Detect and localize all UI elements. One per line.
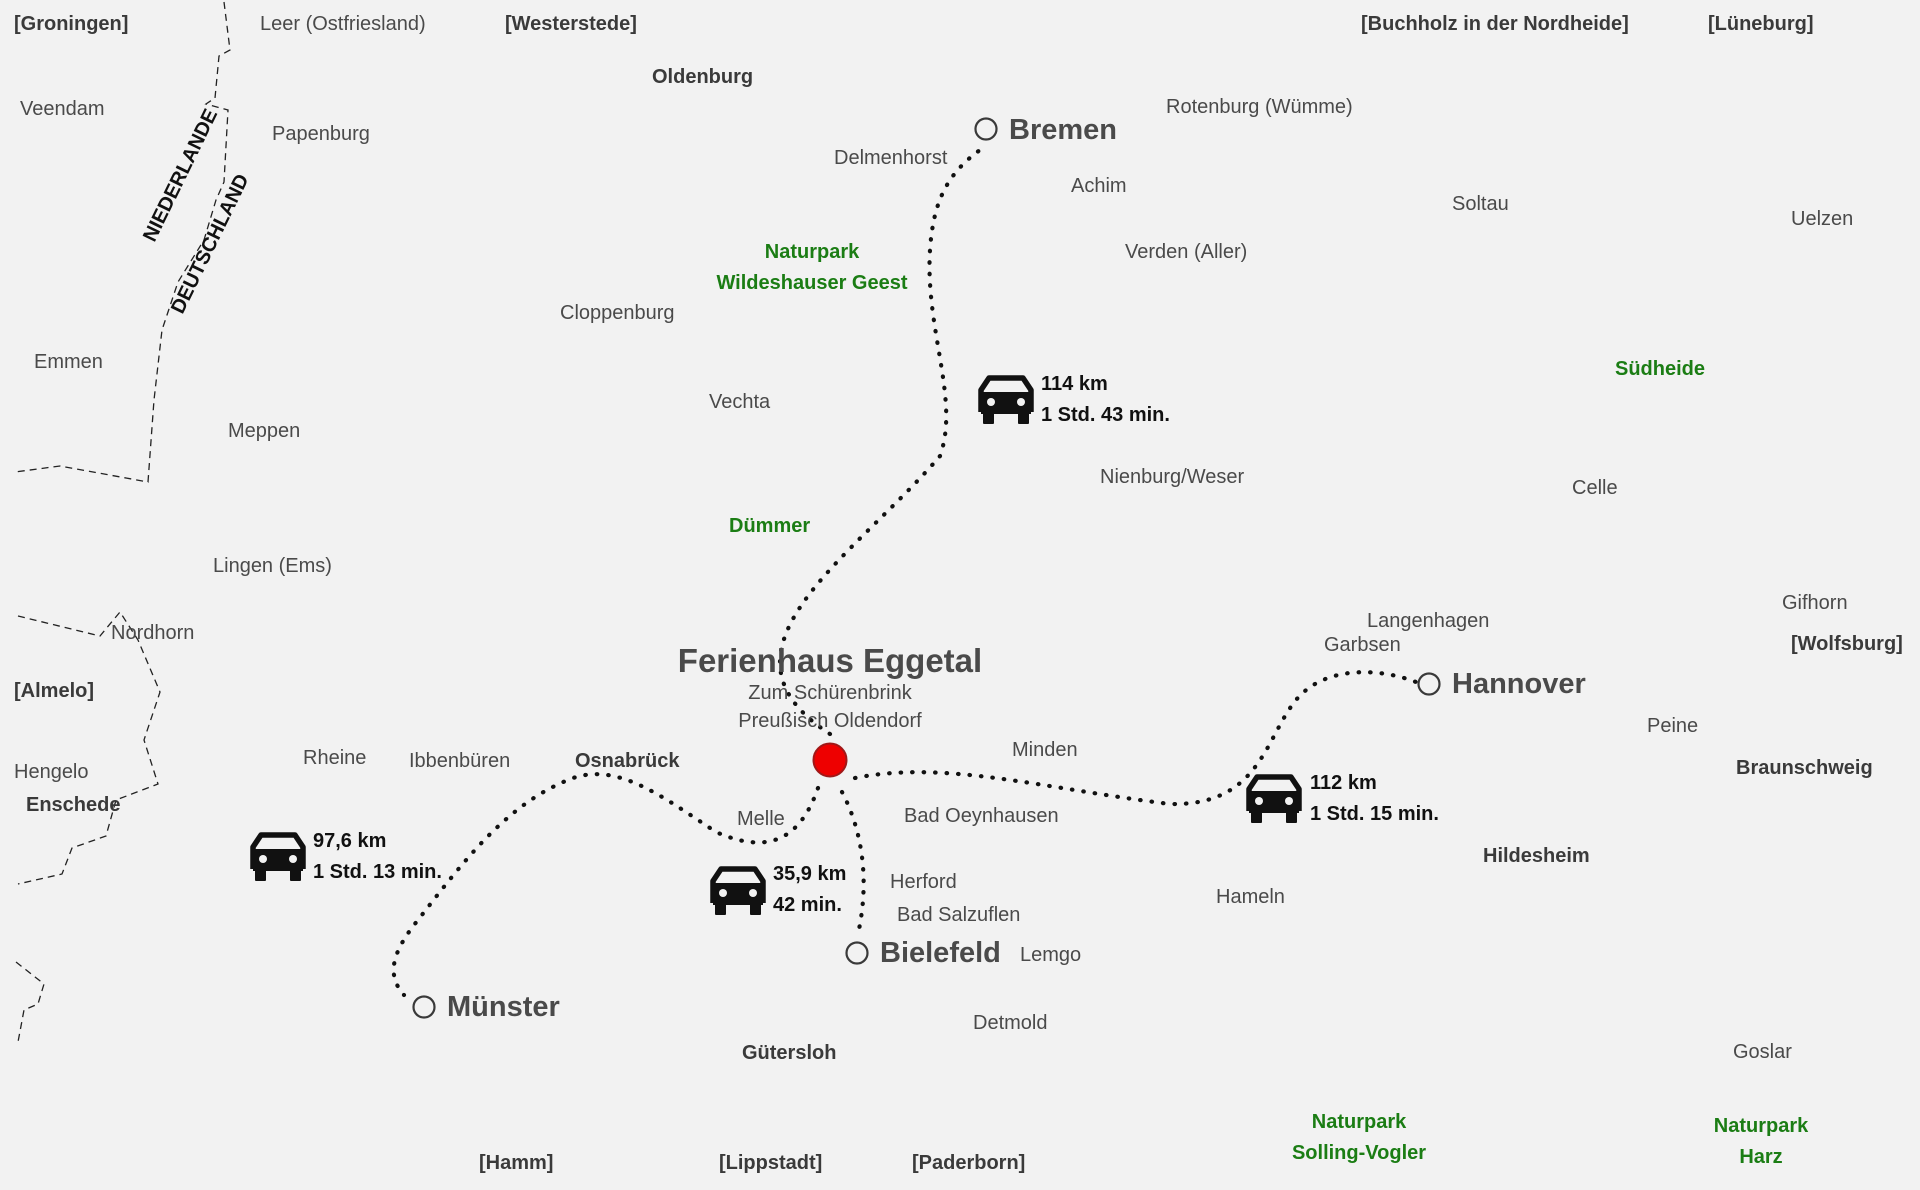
city-label: [Wolfsburg] — [1791, 633, 1903, 655]
route-info-bremen: 114 km 1 Std. 43 min. — [1041, 369, 1170, 431]
city-label: [Lüneburg] — [1708, 13, 1814, 35]
town-label: Cloppenburg — [560, 302, 675, 324]
nature-label: Naturpark Wildeshauser Geest — [716, 241, 908, 294]
town-label: Melle — [737, 808, 785, 830]
town-label: Garbsen — [1324, 634, 1401, 656]
town-label: Rheine — [303, 747, 367, 769]
city-label: Braunschweig — [1736, 757, 1873, 779]
destination-muenster[interactable]: Münster — [447, 991, 560, 1023]
nature-label: Naturpark Harz — [1713, 1115, 1809, 1168]
town-label: Minden — [1012, 739, 1078, 761]
town-label: Detmold — [973, 1012, 1048, 1034]
route-bielefeld — [839, 789, 866, 937]
route-lines — [391, 147, 1419, 998]
location-town: Preußisch Oldendorf — [738, 710, 922, 732]
city-label: [Groningen] — [14, 13, 129, 35]
town-label: Langenhagen — [1367, 610, 1490, 632]
route-duration: 1 Std. 15 min. — [1310, 803, 1439, 825]
town-label: Emmen — [34, 351, 103, 373]
city-circle-icon — [974, 117, 998, 141]
town-label: Ibbenbüren — [409, 750, 511, 772]
city-label: [Hamm] — [479, 1152, 554, 1174]
route-info-muenster: 97,6 km 1 Std. 13 min. — [313, 826, 442, 888]
city-circles — [412, 117, 1441, 1019]
city-label: [Lippstadt] — [719, 1152, 823, 1174]
city-label: Osnabrück — [575, 750, 680, 772]
town-label: Hengelo — [14, 761, 89, 783]
town-label: Bad Oeynhausen — [904, 805, 1059, 827]
town-label: Vechta — [709, 391, 771, 413]
destination-bielefeld[interactable]: Bielefeld — [880, 937, 1001, 969]
town-label: Nordhorn — [111, 622, 195, 644]
town-label: Peine — [1647, 715, 1699, 737]
city-circle-icon — [845, 941, 869, 965]
route-bremen — [777, 147, 983, 737]
town-label: Hameln — [1216, 886, 1285, 908]
town-label: Papenburg — [272, 123, 370, 145]
town-label: Herford — [890, 871, 957, 893]
town-label: Achim — [1071, 175, 1127, 197]
destination-hannover[interactable]: Hannover — [1452, 668, 1586, 700]
destination-bremen[interactable]: Bremen — [1009, 114, 1117, 146]
route-info-bielefeld: 35,9 km 42 min. — [773, 859, 846, 921]
town-label: Delmenhorst — [834, 147, 948, 169]
route-duration: 1 Std. 43 min. — [1041, 404, 1170, 426]
city-label: [Buchholz in der Nordheide] — [1361, 13, 1629, 35]
town-label: Soltau — [1452, 193, 1509, 215]
route-info-hannover: 112 km 1 Std. 15 min. — [1310, 768, 1439, 830]
town-label: Meppen — [228, 420, 301, 442]
city-label: Gütersloh — [742, 1042, 837, 1064]
city-label: [Westerstede] — [505, 13, 637, 35]
route-distance: 114 km — [1041, 373, 1108, 395]
town-label: Leer (Ostfriesland) — [260, 13, 426, 35]
town-label: Veendam — [20, 98, 105, 120]
route-distance: 35,9 km — [773, 863, 847, 885]
town-label: Verden (Aller) — [1125, 241, 1248, 263]
town-label: Goslar — [1733, 1041, 1792, 1063]
route-distance: 112 km — [1310, 772, 1377, 794]
town-label: Nienburg/Weser — [1100, 466, 1245, 488]
town-label: Uelzen — [1791, 208, 1854, 230]
town-label: Gifhorn — [1782, 592, 1848, 614]
town-label: Rotenburg (Wümme) — [1166, 96, 1353, 118]
town-label: Celle — [1572, 477, 1618, 499]
country-border — [14, 1, 231, 1043]
city-label: Hildesheim — [1483, 845, 1590, 867]
city-label: Oldenburg — [652, 66, 754, 88]
route-duration: 42 min. — [773, 894, 842, 916]
town-label: Bad Salzuflen — [897, 904, 1021, 926]
location-street: Zum Schürenbrink — [748, 682, 912, 704]
town-label: Lingen (Ems) — [213, 555, 332, 577]
nature-label: Dümmer — [729, 515, 811, 537]
city-label: [Paderborn] — [912, 1152, 1026, 1174]
nature-label: Südheide — [1615, 358, 1706, 380]
nature-label: Naturpark Solling-Vogler — [1291, 1111, 1427, 1164]
route-distance: 97,6 km — [313, 830, 387, 852]
location-pin-icon[interactable] — [812, 742, 848, 778]
city-circle-icon — [1417, 672, 1441, 696]
car-icon — [981, 378, 1031, 424]
city-label: [Almelo] — [14, 680, 94, 702]
car-icon — [253, 835, 303, 881]
car-icon — [713, 869, 763, 915]
route-duration: 1 Std. 13 min. — [313, 861, 442, 883]
route-hannover — [852, 670, 1419, 807]
location-title: Ferienhaus Eggetal — [677, 642, 983, 679]
car-icon — [1249, 777, 1299, 823]
town-label: Lemgo — [1020, 944, 1082, 966]
city-circle-icon — [412, 995, 436, 1019]
city-label: Enschede — [26, 794, 121, 816]
